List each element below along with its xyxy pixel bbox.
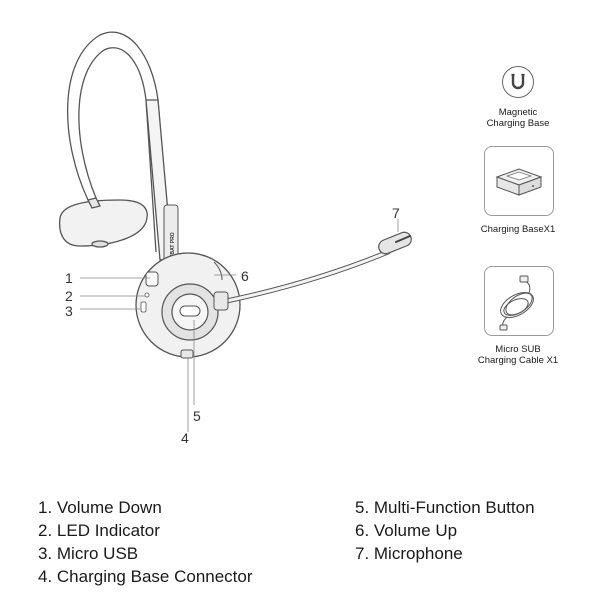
charging-cable-label-line1: Micro SUB xyxy=(495,344,541,355)
brand-text: MYBAT PRO xyxy=(170,232,176,262)
magnetic-base-label-line2: Charging Base xyxy=(486,118,550,129)
microphone-boom xyxy=(213,231,412,311)
callout-4: 4 xyxy=(181,430,189,446)
usb-cable-icon xyxy=(499,275,534,331)
legend-item-multi-function-button: 5. Multi-Function Button xyxy=(355,498,535,517)
callout-1: 1 xyxy=(65,270,73,286)
speaker-housing xyxy=(135,252,241,359)
legend-item-charging-base-connector: 4. Charging Base Connector xyxy=(38,567,253,586)
legend-item-volume-down: 1. Volume Down xyxy=(38,498,162,517)
callout-3: 3 xyxy=(65,303,73,319)
legend-item-led-indicator: 2. LED Indicator xyxy=(38,521,160,540)
callout-7: 7 xyxy=(392,205,400,221)
magnetic-base-label: Magnetic Charging Base xyxy=(468,107,568,129)
magnet-icon xyxy=(502,66,534,98)
stabilizer-pad xyxy=(58,197,148,248)
legend-item-micro-usb: 3. Micro USB xyxy=(38,544,139,563)
legend-left: 1. Volume Down 2. LED Indicator 3. Micro… xyxy=(38,496,253,588)
charging-dock-icon xyxy=(495,168,543,196)
magnetic-base-label-line1: Magnetic xyxy=(498,107,538,118)
callout-2: 2 xyxy=(65,288,73,304)
charging-cable-label: Micro SUB Charging Cable X1 xyxy=(468,344,568,366)
headset-diagram: MYBAT PRO 1 2 3 4 5 6 xyxy=(58,31,412,446)
callout-leaders xyxy=(80,219,399,432)
charging-cable-box xyxy=(484,266,554,336)
legend-right: 5. Multi-Function Button 6. Volume Up 7.… xyxy=(355,496,535,565)
legend-item-volume-up: 6. Volume Up xyxy=(355,521,458,540)
legend-item-microphone: 7. Microphone xyxy=(355,544,463,563)
callout-5: 5 xyxy=(193,408,201,424)
charging-base-box xyxy=(484,146,554,216)
callout-6: 6 xyxy=(241,268,249,284)
charging-cable-label-line2: Charging Cable X1 xyxy=(477,355,559,366)
charging-base-label: Charging BaseX1 xyxy=(480,224,556,235)
